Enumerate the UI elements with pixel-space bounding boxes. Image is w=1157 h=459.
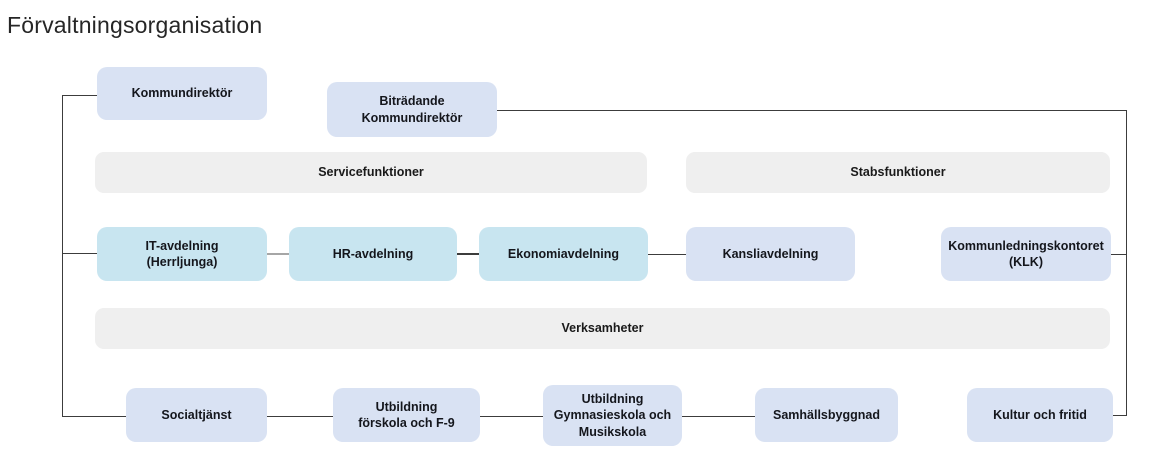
connector-bitradande-to-right-spine bbox=[497, 110, 1127, 111]
node-kultur-och-fritid: Kultur och fritid bbox=[967, 388, 1113, 442]
band-verksamheter: Verksamheter bbox=[95, 308, 1110, 349]
connector-to-kultur-och-fritid bbox=[1113, 415, 1127, 416]
connector-socialtjanst-utbildning bbox=[267, 416, 333, 417]
connector-right-spine bbox=[1126, 110, 1127, 416]
node-it-avdelning: IT-avdelning (Herrljunga) bbox=[97, 227, 267, 281]
band-servicefunktioner: Servicefunktioner bbox=[95, 152, 647, 193]
connector-to-kommundirektor bbox=[62, 95, 97, 96]
connector-utbildning-gymnasieskola bbox=[480, 416, 543, 417]
node-socialtjanst: Socialtjänst bbox=[126, 388, 267, 442]
node-kommundirektor: Kommundirektör bbox=[97, 67, 267, 120]
connector-to-it-avdelning bbox=[62, 253, 97, 254]
band-stabsfunktioner: Stabsfunktioner bbox=[686, 152, 1110, 193]
connector-gymnasieskola-samhallsbyggnad bbox=[682, 416, 755, 417]
connector-hr-ekonomi bbox=[457, 253, 479, 255]
node-kansliavdelning: Kansliavdelning bbox=[686, 227, 855, 281]
connector-to-socialtjanst bbox=[62, 416, 126, 417]
connector-left-spine bbox=[62, 95, 63, 417]
node-hr-avdelning: HR-avdelning bbox=[289, 227, 457, 281]
node-samhallsbyggnad: Samhällsbyggnad bbox=[755, 388, 898, 442]
node-bitradande-kommundirektor: Biträdande Kommundirektör bbox=[327, 82, 497, 137]
page-title: Förvaltningsorganisation bbox=[7, 12, 263, 38]
node-ekonomiavdelning: Ekonomiavdelning bbox=[479, 227, 648, 281]
node-utbildning-forskola-f9: Utbildning förskola och F-9 bbox=[333, 388, 480, 442]
connector-it-hr bbox=[267, 253, 289, 255]
node-utbildning-gymnasieskola-musikskola: Utbildning Gymnasieskola och Musikskola bbox=[543, 385, 682, 446]
connector-to-klk bbox=[1111, 254, 1127, 255]
node-kommunledningskontoret: Kommunledningskontoret (KLK) bbox=[941, 227, 1111, 281]
connector-ekonomi-kansli bbox=[648, 254, 686, 255]
